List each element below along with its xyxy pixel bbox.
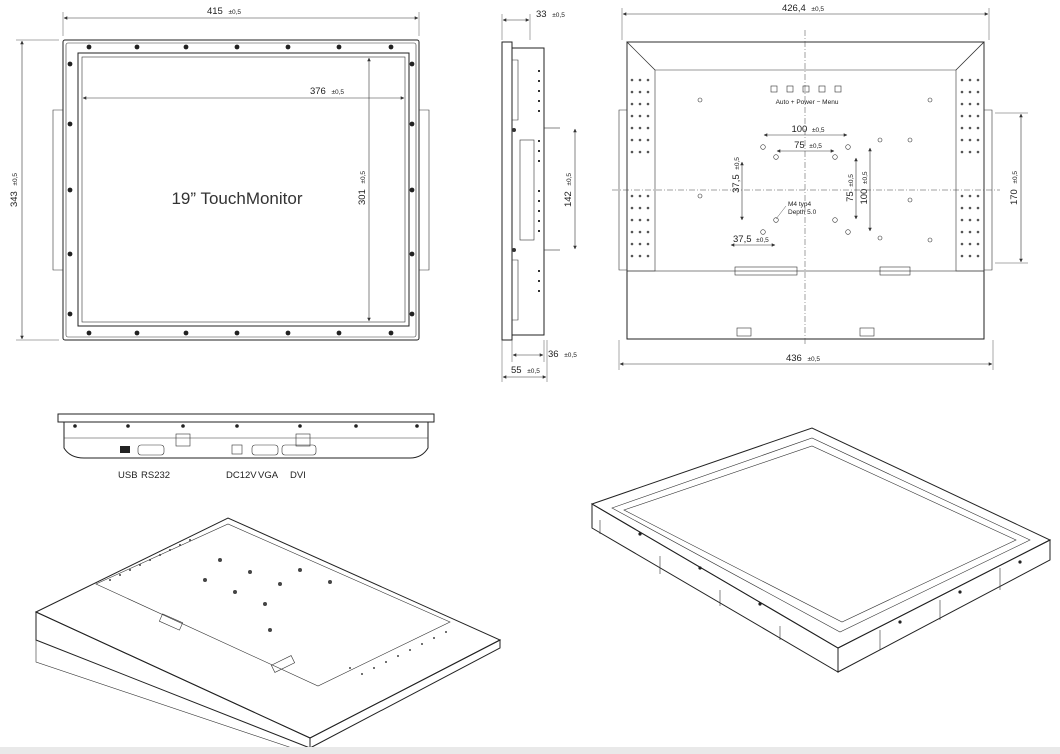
side-vent-holes <box>512 70 540 292</box>
svg-text:343 ±0,5: 343 ±0,5 <box>9 173 20 207</box>
svg-text:37,5 ±0,5: 37,5 ±0,5 <box>731 157 742 193</box>
svg-text:301 ±0,5: 301 ±0,5 <box>357 171 368 205</box>
svg-text:36 ±0,5: 36 ±0,5 <box>548 349 577 360</box>
rear-control-buttons <box>770 85 842 93</box>
rear-width-top-tol: ±0,5 <box>811 6 824 13</box>
isometric-rear-view <box>34 517 502 754</box>
bottom-view-holes <box>73 424 419 428</box>
vesa-100-dim: 100 <box>791 124 807 135</box>
svg-text:37,5 ±0,5: 37,5 ±0,5 <box>733 234 769 245</box>
front-inner-width-tol: ±0,5 <box>331 89 344 96</box>
front-inner-height-dim: 301 <box>357 189 368 205</box>
svg-text:142 ±0,5: 142 ±0,5 <box>563 173 574 207</box>
port-label-dvi: DVI <box>290 470 306 481</box>
side-total-depth-dim: 55 <box>511 365 522 376</box>
front-height-dim: 343 <box>9 191 20 207</box>
vert-100-dim: 100 <box>859 189 870 205</box>
rear-vent-left <box>630 78 650 258</box>
side-170-dim: 170 <box>1009 189 1020 205</box>
vert-37-tol: ±0,5 <box>734 157 741 170</box>
side-170-tol: ±0,5 <box>1012 171 1019 184</box>
front-width-tol: ±0,5 <box>228 9 241 16</box>
side-depth-tol: ±0,5 <box>564 352 577 359</box>
svg-text:436 ±0,5: 436 ±0,5 <box>786 353 820 364</box>
rear-width-top-dim: 426,4 <box>782 3 806 14</box>
front-height-tol: ±0,5 <box>12 173 19 186</box>
port-label-dc12v: DC12V <box>226 470 257 481</box>
iso-rear-vents <box>109 539 447 675</box>
isometric-front-view <box>590 427 1052 673</box>
screw-note-line1: M4 typ4 <box>788 201 812 208</box>
side-total-depth-tol: ±0,5 <box>527 368 540 375</box>
side-top-dim: 33 <box>536 9 547 20</box>
svg-text:415 ±0,5: 415 ±0,5 <box>207 6 241 17</box>
front-inner-height-tol: ±0,5 <box>360 171 367 184</box>
svg-text:75 ±0,5: 75 ±0,5 <box>845 174 856 202</box>
svg-text:100 ±0,5: 100 ±0,5 <box>859 171 870 204</box>
svg-text:75 ±0,5: 75 ±0,5 <box>794 140 822 151</box>
side-center-dim: 142 <box>563 191 574 207</box>
front-width-dim: 415 <box>207 6 223 17</box>
port-label-vga: VGA <box>258 470 279 481</box>
rear-vent-right <box>960 78 980 258</box>
rear-width-bottom-tol: ±0,5 <box>807 356 820 363</box>
vert-100-tol: ±0,5 <box>862 171 869 184</box>
horiz-37-tol: ±0,5 <box>756 237 769 244</box>
svg-text:100 ±0,5: 100 ±0,5 <box>791 124 824 135</box>
screw-note-line2: Depth 5.0 <box>788 209 817 216</box>
port-label-usb: USB <box>118 470 138 481</box>
vert-37-dim: 37,5 <box>731 174 742 193</box>
svg-text:426,4 ±0,5: 426,4 ±0,5 <box>782 3 824 14</box>
vesa-75-dim: 75 <box>794 140 805 151</box>
front-title: 19” TouchMonitor <box>171 189 302 208</box>
front-inner-width-dim: 376 <box>310 86 326 97</box>
side-top-tol: ±0,5 <box>552 12 565 19</box>
svg-text:376 ±0,5: 376 ±0,5 <box>310 86 344 97</box>
front-screw-holes <box>67 44 415 336</box>
port-label-rs232: RS232 <box>141 470 170 481</box>
rear-width-bottom-dim: 436 <box>786 353 802 364</box>
iso-front-holes <box>638 532 1022 624</box>
side-view: 33 ±0,5 142 ±0,5 36 ±0,5 55 ±0,5 <box>501 9 577 382</box>
rear-view: Auto + Power − Menu 100 ±0,5 75 ±0,5 3 <box>612 3 1028 370</box>
vert-75-dim: 75 <box>845 191 856 202</box>
side-center-tol: ±0,5 <box>566 173 573 186</box>
horiz-37-dim: 37,5 <box>733 234 752 245</box>
svg-text:170 ±0,5: 170 ±0,5 <box>1009 171 1020 205</box>
svg-text:33 ±0,5: 33 ±0,5 <box>536 9 565 20</box>
vert-75-tol: ±0,5 <box>848 174 855 187</box>
vesa-75-tol: ±0,5 <box>809 143 822 150</box>
vesa-100-tol: ±0,5 <box>812 127 825 134</box>
side-depth-dim: 36 <box>548 349 559 360</box>
bottom-view: USB RS232 DC12V VGA DVI <box>57 413 435 481</box>
rear-button-labels: Auto + Power − Menu <box>776 99 839 106</box>
vesa-holes <box>697 97 933 243</box>
front-view: 19” TouchMonitor 415 ±0,5 343 ±0,5 376 ±… <box>9 6 430 341</box>
svg-text:55 ±0,5: 55 ±0,5 <box>511 365 540 376</box>
bottom-scrollbar-strip <box>0 747 1060 754</box>
